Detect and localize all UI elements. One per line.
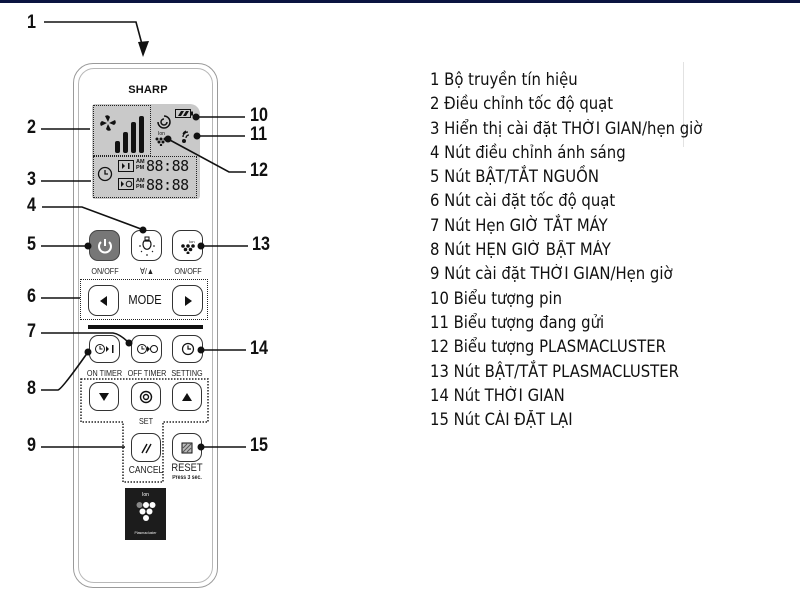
plasmacluster-button-label: ON/OFF [174, 266, 202, 276]
callout-lines [41, 21, 248, 451]
callout-11: 11 [250, 124, 268, 145]
off-timer-button[interactable] [131, 335, 162, 363]
callout-13: 13 [252, 234, 270, 255]
logo-ion-text: Ion [142, 492, 149, 498]
callout-line-7 [41, 332, 130, 344]
reset-icon [181, 442, 193, 453]
set-label: SET [138, 416, 154, 426]
cancel-label: CANCEL [128, 465, 164, 476]
reset-label: RESET [171, 462, 203, 474]
legend-item: 6 Nút cài đặt tốc độ quạt [430, 191, 616, 211]
callout-12: 12 [250, 160, 268, 181]
callout-line-4 [42, 206, 142, 230]
set-button[interactable] [131, 382, 161, 411]
triangle-right-icon [184, 295, 192, 306]
svg-text:Ion: Ion [189, 239, 195, 244]
power-icon [97, 238, 112, 253]
battery-icon [175, 109, 193, 118]
signal-arrow-head [138, 41, 149, 57]
callout-4: 4 [27, 195, 36, 216]
power-button[interactable] [89, 230, 120, 261]
legend-item: 15 Nút CÀI ĐẶT LẠI [430, 410, 573, 430]
divider-bar [88, 325, 203, 329]
callout-7: 7 [27, 321, 36, 342]
mode-group [80, 279, 208, 320]
grape-cluster-icon [136, 502, 156, 521]
time-display-area [93, 156, 197, 198]
legend-item: 11 Biểu tượng đang gửi [430, 312, 605, 332]
setting-label: SETTING [171, 368, 203, 378]
callout-2: 2 [27, 117, 36, 138]
legend-item: 1 Bộ truyền tín hiệu [430, 70, 578, 89]
legend-item: 5 Nút BẬT/TẮT NGUỒN [430, 167, 599, 187]
callout-5: 5 [27, 234, 36, 255]
callout-line-1 [44, 21, 144, 49]
cancel-button[interactable] [131, 433, 161, 462]
off-timer-label: OFF TIMER [127, 368, 167, 378]
brand-logo: SHARP [128, 84, 168, 96]
callout-8: 8 [27, 378, 36, 399]
callout-6: 6 [27, 286, 36, 307]
legend-item: 9 Nút cài đặt THỜI GIAN/Hẹn giờ [430, 264, 673, 284]
fan-speed-area [93, 105, 151, 156]
clock-icon [97, 166, 113, 182]
triangle-left-icon [99, 295, 107, 306]
callout-3: 3 [27, 169, 36, 190]
reset-button[interactable] [172, 433, 202, 462]
legend-item: 8 Nút HẸN GIỜ BẬT MÁY [430, 240, 611, 260]
down-button[interactable] [89, 382, 119, 411]
light-bulb-icon [138, 236, 155, 256]
on-timer-label: ON TIMER [86, 368, 123, 378]
plasmacluster-logo: Ion Plasmacluster [125, 488, 166, 540]
cancel-icon [141, 443, 152, 453]
clock-icon [181, 342, 194, 356]
callout-1: 1 [27, 12, 36, 33]
callout-15: 15 [250, 435, 268, 456]
off-timer-indicator-icon [118, 178, 134, 190]
auto-mode-icon [157, 115, 171, 129]
light-button[interactable] [131, 230, 162, 261]
up-button[interactable] [172, 382, 202, 411]
light-button-label: Ɐ/▲ [139, 266, 155, 276]
plasmacluster-icon: Ion [180, 239, 195, 254]
on-timer-indicator-icon [118, 160, 134, 172]
fan-speed-icon [100, 115, 144, 153]
time-setting-group-outline [80, 378, 209, 483]
on-timer-digits: 88:88 [146, 157, 189, 175]
ion-label: Ion [158, 131, 165, 137]
legend-item: 13 Nút BẬT/TẮT PLASMACLUSTER [430, 361, 679, 381]
legend-item: 10 Biểu tượng pin [430, 288, 563, 308]
remote-inner-outline [78, 68, 213, 583]
callout-10: 10 [250, 105, 268, 126]
callout-line-8 [41, 351, 89, 391]
mode-right-button[interactable] [172, 285, 203, 316]
off-timer-digits: 88:88 [146, 176, 189, 194]
logo-plasmacluster-text: Plasmacluster [134, 531, 157, 535]
set-icon [139, 390, 153, 403]
triangle-up-icon [182, 392, 192, 401]
callout-14: 14 [250, 338, 268, 359]
callout-9: 9 [27, 435, 36, 456]
legend-list: 1 Bộ truyền tín hiệu 2 Điều chỉnh tốc độ… [430, 68, 733, 432]
power-button-label: ON/OFF [91, 266, 119, 276]
legend-item: 4 Nút điều chỉnh ánh sáng [430, 142, 626, 162]
mode-left-button[interactable] [88, 285, 119, 316]
off-timer-icon [136, 344, 158, 354]
faint-divider [683, 62, 684, 147]
callout-line-12 [167, 138, 246, 173]
triangle-down-icon [99, 392, 109, 401]
legend-item: 7 Nút Hẹn GIỜ TẮT MÁY [430, 215, 608, 235]
legend-item: 14 Nút THỜI GIAN [430, 385, 565, 405]
reset-hint: Press 3 sec. [172, 475, 202, 481]
legend-item: 2 Điều chỉnh tốc độ quạt [430, 94, 614, 114]
mode-label: MODE [128, 292, 162, 307]
sending-signal-icon [182, 130, 190, 143]
legend-item: 3 Hiển thị cài đặt THỜI GIAN/hẹn giờ [430, 118, 703, 138]
top-bar [0, 0, 800, 3]
on-timer-icon [94, 344, 113, 354]
legend-item: 12 Biểu tượng PLASMACLUSTER [430, 337, 666, 357]
